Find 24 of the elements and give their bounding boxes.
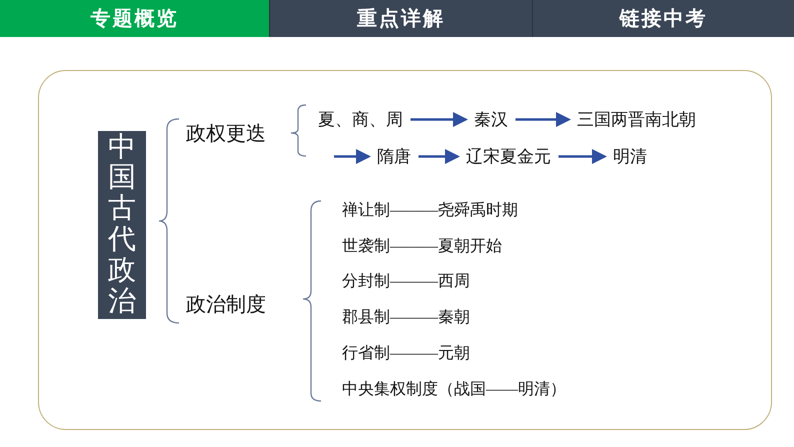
system-row-text: 中央集权制度（战国——明清） [342,380,566,400]
system-row-text: 郡县制———秦朝 [342,308,470,328]
system-row-text: 行省制———元朝 [342,344,470,364]
node-text: 明清 [605,146,655,168]
node-text: 政权更迭 [178,121,274,147]
node-text: 隋唐 [369,146,419,168]
arrow [516,112,571,128]
system-row-text: 分封制———西周 [342,272,470,292]
node-text: 夏、商、周 [310,109,411,132]
tab: 链接中考 [532,0,794,37]
tab: 重点详解 [270,0,532,37]
arrow [418,149,460,164]
system-row-text: 禅让制———尧舜禹时期 [342,201,518,221]
arrow [410,112,468,128]
tab: 专题概览 [0,0,270,37]
arrow [558,149,607,164]
arrow [334,149,371,164]
node-text: 秦汉 [466,109,516,132]
rounded-frame [38,70,772,430]
node-text: 政治制度 [178,292,274,318]
node-text: 辽宋夏金元 [458,146,559,168]
system-row-text: 世袭制———夏朝开始 [342,237,502,257]
title-box: 中国古代政治 [98,131,146,319]
node-text: 三国两晋南北朝 [569,109,704,132]
